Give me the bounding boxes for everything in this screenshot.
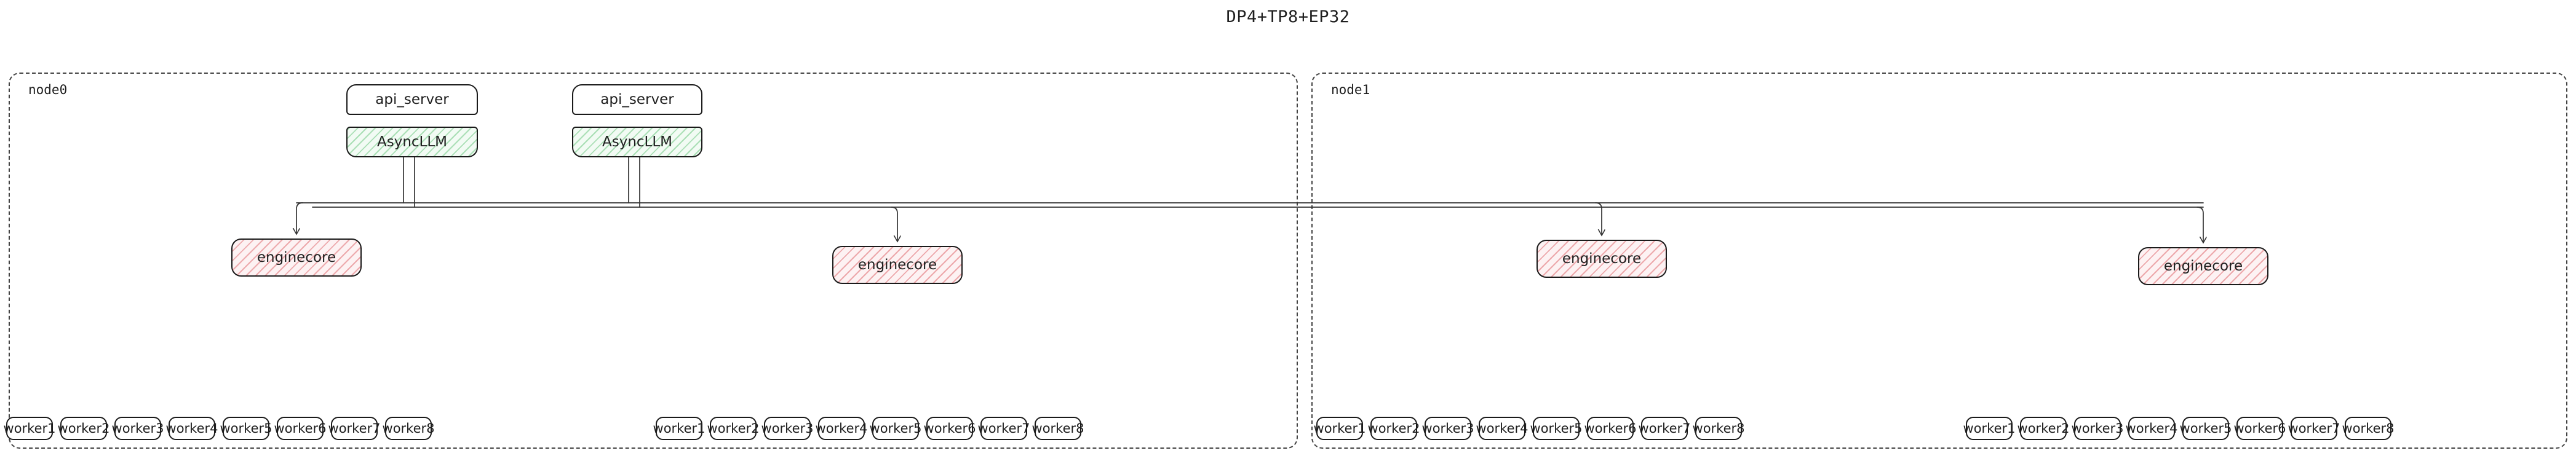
worker-box-node1-g1-1[interactable]: worker1 [1963,417,2016,440]
worker-box-node0-g1-6[interactable]: worker6 [923,417,976,440]
enginecore-box-node0-0-label: enginecore [256,250,336,266]
worker-box-node0-g0-7[interactable]: worker7 [328,417,381,440]
worker-box-node1-g0-6-label: worker6 [1584,421,1637,436]
worker-box-node0-g1-6-label: worker6 [923,421,976,436]
enginecore-box-node1-0[interactable]: enginecore [1536,240,1667,278]
worker-box-node1-g0-1-label: worker1 [1313,421,1366,436]
worker-box-node0-g0-6[interactable]: worker6 [274,417,327,440]
worker-box-node1-g0-3-label: worker3 [1421,421,1474,436]
worker-box-node0-g0-3[interactable]: worker3 [111,417,164,440]
worker-box-node1-g1-6[interactable]: worker6 [2233,417,2286,440]
worker-box-node0-g0-4-label: worker4 [165,421,218,436]
worker-box-node1-g1-4[interactable]: worker4 [2125,417,2178,440]
worker-box-node1-g0-7[interactable]: worker7 [1638,417,1691,440]
worker-box-node1-g0-1[interactable]: worker1 [1313,417,1366,440]
node-container-node1: node1 [1311,73,2567,449]
worker-box-node0-g1-2-label: worker2 [707,421,760,436]
api-server-box-node0-0[interactable]: api_server [346,84,478,115]
worker-box-node0-g1-8[interactable]: worker8 [1032,417,1084,440]
worker-box-node1-g0-2-label: worker2 [1367,421,1420,436]
worker-box-node0-g0-1-label: worker1 [3,421,56,436]
api-server-box-node0-0-label: api_server [375,92,449,108]
worker-box-node0-g1-8-label: worker8 [1032,421,1084,436]
worker-box-node1-g0-2[interactable]: worker2 [1367,417,1420,440]
worker-box-node0-g0-6-label: worker6 [274,421,327,436]
worker-box-node1-g1-6-label: worker6 [2233,421,2286,436]
worker-box-node1-g0-6[interactable]: worker6 [1584,417,1637,440]
async-llm-box-node0-1[interactable]: AsyncLLM [572,127,702,157]
worker-box-node1-g0-4-label: worker4 [1476,421,1529,436]
worker-box-node1-g1-2[interactable]: worker2 [2017,417,2070,440]
worker-box-node0-g0-2-label: worker2 [57,421,110,436]
worker-box-node1-g0-3[interactable]: worker3 [1421,417,1474,440]
worker-box-node0-g1-4[interactable]: worker4 [815,417,868,440]
worker-box-node1-g1-8[interactable]: worker8 [2342,417,2395,440]
enginecore-box-node0-1[interactable]: enginecore [832,246,963,284]
async-llm-box-node0-1-label: AsyncLLM [602,134,673,150]
worker-box-node1-g1-7-label: worker7 [2288,421,2340,436]
worker-box-node1-g0-8[interactable]: worker8 [1692,417,1745,440]
worker-box-node1-g1-3[interactable]: worker3 [2071,417,2124,440]
api-server-box-node0-1-label: api_server [600,92,674,108]
worker-box-node1-g0-8-label: worker8 [1692,421,1745,436]
worker-box-node0-g0-8-label: worker8 [382,421,435,436]
worker-box-node1-g0-4[interactable]: worker4 [1476,417,1529,440]
worker-box-node0-g0-7-label: worker7 [328,421,381,436]
enginecore-box-node0-1-label: enginecore [857,257,937,273]
worker-box-node0-g1-2[interactable]: worker2 [707,417,760,440]
worker-box-node0-g1-7[interactable]: worker7 [977,417,1030,440]
worker-box-node0-g0-3-label: worker3 [111,421,164,436]
async-llm-box-node0-0-label: AsyncLLM [376,134,448,150]
worker-box-node1-g0-5[interactable]: worker5 [1530,417,1583,440]
worker-box-node0-g0-1[interactable]: worker1 [3,417,56,440]
node-label-node0: node0 [28,82,68,97]
worker-box-node1-g1-4-label: worker4 [2125,421,2178,436]
worker-box-node1-g1-3-label: worker3 [2071,421,2124,436]
node-label-node1: node1 [1331,82,1370,97]
worker-box-node0-g1-1[interactable]: worker1 [653,417,706,440]
worker-box-node1-g1-5[interactable]: worker5 [2179,417,2232,440]
worker-box-node0-g0-2[interactable]: worker2 [57,417,110,440]
async-llm-box-node0-0[interactable]: AsyncLLM [346,127,478,157]
worker-box-node0-g1-5-label: worker5 [869,421,922,436]
worker-box-node0-g0-5-label: worker5 [220,421,272,436]
enginecore-box-node1-1-label: enginecore [2163,258,2243,274]
node-container-node0: node0 [9,73,1298,449]
enginecore-box-node1-0-label: enginecore [1562,251,1642,267]
worker-box-node0-g1-7-label: worker7 [977,421,1030,436]
worker-box-node0-g1-4-label: worker4 [815,421,868,436]
api-server-box-node0-1[interactable]: api_server [572,84,702,115]
worker-box-node1-g1-1-label: worker1 [1963,421,2016,436]
worker-box-node1-g1-7[interactable]: worker7 [2288,417,2340,440]
worker-box-node1-g1-8-label: worker8 [2342,421,2395,436]
worker-box-node0-g0-4[interactable]: worker4 [165,417,218,440]
worker-box-node0-g1-5[interactable]: worker5 [869,417,922,440]
enginecore-box-node0-0[interactable]: enginecore [231,238,362,277]
worker-box-node0-g1-3-label: worker3 [761,421,814,436]
worker-box-node0-g1-3[interactable]: worker3 [761,417,814,440]
worker-box-node0-g1-1-label: worker1 [653,421,706,436]
worker-box-node1-g0-7-label: worker7 [1638,421,1691,436]
worker-box-node0-g0-8[interactable]: worker8 [382,417,435,440]
worker-box-node0-g0-5[interactable]: worker5 [220,417,272,440]
worker-box-node1-g1-5-label: worker5 [2179,421,2232,436]
worker-box-node1-g0-5-label: worker5 [1530,421,1583,436]
worker-box-node1-g1-2-label: worker2 [2017,421,2070,436]
enginecore-box-node1-1[interactable]: enginecore [2138,247,2268,285]
page-title: DP4+TP8+EP32 [1226,7,1350,26]
